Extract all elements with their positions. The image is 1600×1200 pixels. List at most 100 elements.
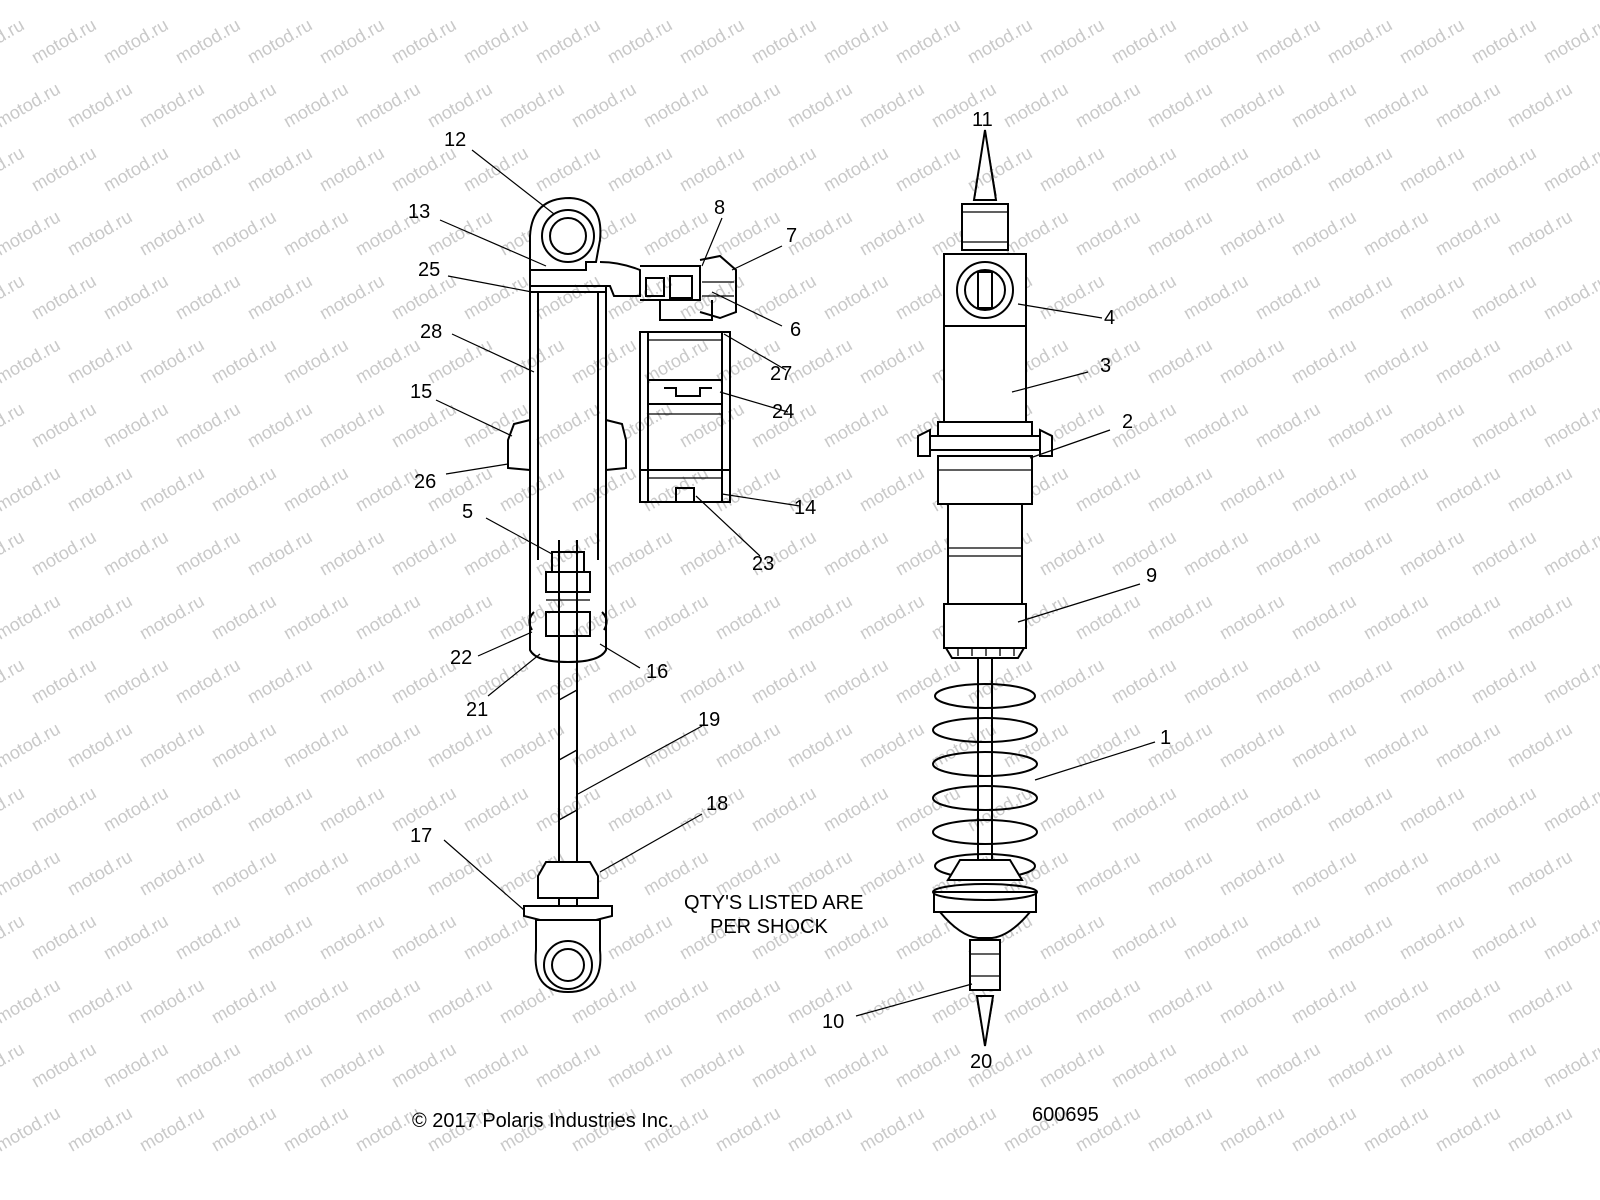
watermark-text: motod.ru (244, 143, 316, 196)
watermark-text: motod.ru (1396, 143, 1468, 196)
watermark-text: motod.ru (352, 975, 424, 1028)
watermark-text: motod.ru (1144, 463, 1216, 516)
watermark-text: motod.ru (892, 783, 964, 836)
watermark-text: motod.ru (1000, 975, 1072, 1028)
watermark-text: motod.ru (0, 1103, 64, 1156)
watermark-text: motod.ru (820, 527, 892, 580)
watermark-text: motod.ru (1288, 207, 1360, 260)
watermark-text: motod.ru (208, 207, 280, 260)
watermark-text: motod.ru (784, 719, 856, 772)
watermark-text: motod.ru (100, 783, 172, 836)
watermark-text: motod.ru (64, 335, 136, 388)
watermark-text: motod.ru (1252, 783, 1324, 836)
watermark-text: motod.ru (172, 143, 244, 196)
watermark-text: motod.ru (1252, 15, 1324, 68)
watermark-text: motod.ru (1324, 143, 1396, 196)
watermark-text: motod.ru (1108, 143, 1180, 196)
watermark-text: motod.ru (640, 591, 712, 644)
watermark-text: motod.ru (1504, 335, 1576, 388)
right-shock-assembly (917, 129, 1053, 1047)
watermark-text: motod.ru (1108, 783, 1180, 836)
callout-20: 20 (970, 1051, 992, 1073)
watermark-text: motod.ru (676, 15, 748, 68)
watermark-text: motod.ru (1504, 975, 1576, 1028)
watermark-text: motod.ru (1396, 15, 1468, 68)
watermark-text: motod.ru (388, 15, 460, 68)
watermark-text: motod.ru (0, 1039, 28, 1092)
watermark-text: motod.ru (0, 527, 28, 580)
callout-9: 9 (1146, 565, 1157, 587)
callout-4: 4 (1104, 307, 1115, 329)
watermark-text: motod.ru (568, 335, 640, 388)
watermark-text: motod.ru (172, 399, 244, 452)
watermark-text: motod.ru (1036, 1039, 1108, 1092)
watermark-text: motod.ru (388, 1039, 460, 1092)
watermark-text: motod.ru (0, 207, 64, 260)
watermark-text: motod.ru (208, 847, 280, 900)
watermark-text: motod.ru (1072, 591, 1144, 644)
watermark-text: motod.ru (316, 271, 388, 324)
watermark-text: motod.ru (280, 207, 352, 260)
watermark-text: motod.ru (64, 847, 136, 900)
watermark-text: motod.ru (712, 1103, 784, 1156)
watermark-text: motod.ru (100, 399, 172, 452)
watermark-text: motod.ru (172, 527, 244, 580)
watermark-text: motod.ru (1432, 79, 1504, 132)
watermark-text: motod.ru (0, 399, 28, 452)
watermark-text: motod.ru (1396, 527, 1468, 580)
watermark-text: motod.ru (1360, 207, 1432, 260)
watermark-text: motod.ru (388, 655, 460, 708)
watermark-text: motod.ru (64, 463, 136, 516)
watermark-text: motod.ru (208, 719, 280, 772)
watermark-text: motod.ru (1144, 719, 1216, 772)
watermark-text: motod.ru (856, 463, 928, 516)
watermark-text: motod.ru (928, 1103, 1000, 1156)
watermark-text: motod.ru (496, 719, 568, 772)
watermark-text: motod.ru (1144, 335, 1216, 388)
watermark-text: motod.ru (1432, 975, 1504, 1028)
watermark-text: motod.ru (0, 591, 64, 644)
watermark-text: motod.ru (280, 1103, 352, 1156)
callout-25: 25 (418, 259, 440, 281)
watermark-text: motod.ru (352, 719, 424, 772)
watermark-text: motod.ru (0, 335, 64, 388)
watermark-text: motod.ru (568, 463, 640, 516)
watermark-text: motod.ru (1072, 79, 1144, 132)
watermark-text: motod.ru (532, 399, 604, 452)
callout-24: 24 (772, 401, 794, 423)
watermark-text: motod.ru (1180, 911, 1252, 964)
watermark-text: motod.ru (1252, 911, 1324, 964)
watermark-text: motod.ru (1252, 1039, 1324, 1092)
watermark-text: motod.ru (1504, 1103, 1576, 1156)
watermark-text: motod.ru (856, 79, 928, 132)
watermark-text: motod.ru (1540, 15, 1600, 68)
watermark-text: motod.ru (748, 655, 820, 708)
watermark-text: motod.ru (1396, 783, 1468, 836)
watermark-text: motod.ru (244, 271, 316, 324)
watermark-text: motod.ru (244, 655, 316, 708)
watermark-text: motod.ru (316, 15, 388, 68)
watermark-text: motod.ru (712, 719, 784, 772)
watermark-text: motod.ru (1000, 207, 1072, 260)
watermark-text: motod.ru (604, 527, 676, 580)
watermark-text: motod.ru (676, 1039, 748, 1092)
watermark-text: motod.ru (1216, 1103, 1288, 1156)
watermark-text: motod.ru (28, 527, 100, 580)
copyright-text: © 2017 Polaris Industries Inc. (412, 1110, 674, 1132)
watermark-text: motod.ru (316, 399, 388, 452)
watermark-text: motod.ru (1468, 655, 1540, 708)
watermark-text: motod.ru (460, 783, 532, 836)
watermark-text: motod.ru (28, 143, 100, 196)
watermark-text: motod.ru (0, 271, 28, 324)
watermark-text: motod.ru (280, 591, 352, 644)
callout-26: 26 (414, 471, 436, 493)
watermark-text: motod.ru (208, 591, 280, 644)
watermark-text: motod.ru (172, 271, 244, 324)
watermark-text: motod.ru (1432, 847, 1504, 900)
watermark-text: motod.ru (1288, 335, 1360, 388)
watermark-text: motod.ru (1324, 271, 1396, 324)
watermark-text: motod.ru (352, 335, 424, 388)
watermark-text: motod.ru (1396, 399, 1468, 452)
watermark-text: motod.ru (1036, 527, 1108, 580)
